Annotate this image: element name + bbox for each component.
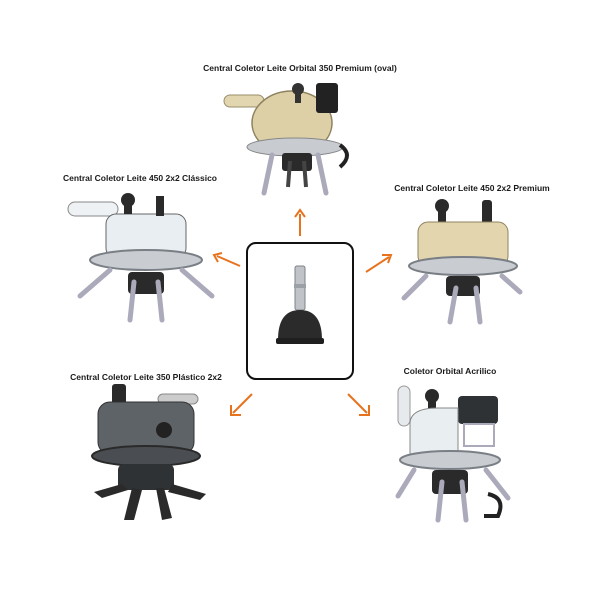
center-part-frame — [246, 242, 354, 380]
product-image-350-plastico — [88, 384, 218, 524]
arrow-up-icon — [294, 208, 306, 236]
label-right-bottom-product: Coletor Orbital Acrilico — [403, 366, 497, 376]
label-right-top-product: Central Coletor Leite 450 2x2 Premium — [394, 183, 550, 193]
arrow-up-left-icon — [212, 252, 241, 267]
label-left-top-product: Central Coletor Leite 450 2x2 Clássico — [62, 173, 217, 183]
product-image-450-premium — [398, 196, 523, 326]
label-top-product: Central Coletor Leite Orbital 350 Premiu… — [203, 63, 397, 73]
product-image-450-classico — [66, 186, 216, 326]
product-image-orbital-acrilico — [392, 378, 517, 528]
arrow-down-right-icon — [347, 393, 370, 416]
arrow-down-left-icon — [230, 393, 253, 416]
arrow-up-right-icon — [365, 254, 393, 273]
label-left-bottom-product: Central Coletor Leite 350 Plástico 2x2 — [70, 372, 222, 382]
valve-pin-icon — [276, 265, 324, 344]
product-image-orbital-350-premium — [220, 75, 370, 200]
